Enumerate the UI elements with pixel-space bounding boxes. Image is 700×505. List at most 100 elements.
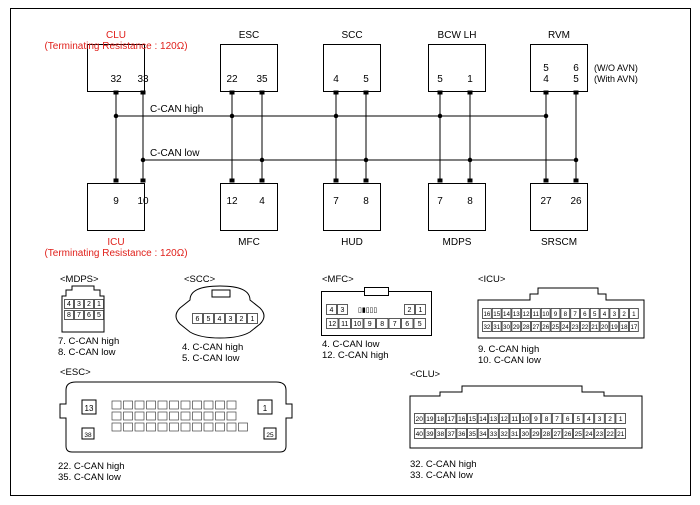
cell-label: 2 [622, 311, 626, 318]
cell-label: 9 [534, 416, 538, 423]
cell-label: 28 [523, 324, 530, 331]
pin-number: 5 [363, 74, 369, 85]
connector-cell: 16 [456, 413, 467, 424]
cell-label: 28 [543, 431, 551, 438]
cell-label: 33 [490, 431, 498, 438]
connector-cell: 7 [388, 318, 401, 329]
pin-cell [111, 400, 122, 410]
cell-box [477, 428, 489, 439]
connector-cell: 33 [488, 428, 499, 439]
cell-box [615, 428, 626, 439]
connector-cell: 5 [589, 308, 600, 319]
connector-cell: 16 [482, 308, 492, 319]
cell-box [401, 318, 414, 329]
cell-label: 14 [503, 311, 510, 318]
connector-cell: 35 [467, 428, 478, 439]
pin-number: 27 [540, 196, 552, 207]
module-box [428, 44, 486, 92]
cell-label: 11 [341, 321, 348, 328]
connector-cell: 17 [629, 321, 639, 332]
cell-label: 17 [630, 324, 637, 331]
cell-box [520, 428, 531, 439]
module-box [220, 183, 278, 231]
cell-box [541, 428, 552, 439]
pin-number: 26 [570, 196, 582, 207]
cell-label: 16 [458, 416, 466, 423]
pin-cell [203, 422, 214, 432]
cell-box [363, 318, 376, 329]
cell-label: 18 [437, 416, 445, 423]
cell-box [562, 428, 573, 439]
cell-label: 8 [380, 321, 384, 328]
pin-note: 9. C-CAN high [478, 344, 539, 355]
connector-cell: 30 [501, 321, 512, 332]
cell-box [599, 308, 610, 319]
cell-label: 4 [603, 311, 607, 318]
cell-label: 1 [419, 307, 423, 314]
connector-key-mark: ▯▮▯▯▯ [358, 307, 377, 314]
pin-number: 7 [333, 196, 339, 207]
cell-label: 26 [564, 431, 572, 438]
cell-label: 2 [408, 307, 412, 314]
cell-box [551, 428, 563, 439]
connector-cell: 11 [509, 413, 520, 424]
connector-cell: 10 [520, 413, 531, 424]
pin-number-alt: 5 [573, 74, 579, 85]
pin-cell [157, 400, 168, 410]
cell-box [604, 428, 616, 439]
pin-note: 35. C-CAN low [58, 472, 121, 483]
connector-cell: 30 [520, 428, 531, 439]
cell-box [326, 318, 339, 329]
cell-box [435, 413, 446, 424]
cell-label: 3 [341, 307, 345, 314]
module-label: SCC [341, 30, 362, 41]
cell-box [520, 413, 531, 424]
cell-label: 1 [632, 311, 636, 318]
pin-cell [157, 411, 168, 421]
cell-label: 23 [596, 431, 604, 438]
corner-pin-box [81, 427, 95, 440]
cell-label: 4 [587, 416, 591, 423]
cell-box [629, 308, 639, 319]
pin-cell [192, 411, 202, 421]
module-box [530, 44, 588, 92]
connector-cell: 12 [326, 318, 339, 329]
cell-label: 35 [469, 431, 477, 438]
cell-box [629, 321, 639, 332]
cell-box [580, 321, 590, 332]
cell-box [477, 413, 489, 424]
cell-label: 40 [416, 431, 424, 438]
pin-number: 33 [137, 74, 149, 85]
pin-terminal [363, 90, 369, 95]
module-note: (Terminating Resistance : 120Ω) [44, 248, 187, 259]
cell-label: 39 [426, 431, 434, 438]
cell-box [74, 310, 84, 320]
cell-label: 3 [598, 416, 602, 423]
cell-box [501, 308, 512, 319]
cell-box [498, 428, 510, 439]
cell-box [376, 318, 389, 329]
cell-box [488, 413, 499, 424]
junction-dot [363, 157, 369, 163]
cell-label: 6 [566, 416, 570, 423]
cell-box [64, 310, 74, 320]
cell-box [509, 413, 520, 424]
pin-number: 22 [226, 74, 238, 85]
cell-label: 9 [368, 321, 372, 328]
connector-cell: 5 [413, 318, 426, 329]
connector-housing [175, 285, 265, 339]
connector-cell: 4 [583, 413, 595, 424]
cell-box [435, 428, 446, 439]
cell-label: 15 [493, 311, 500, 318]
cell-box [456, 428, 467, 439]
pin-terminal [229, 178, 235, 183]
cell-label: 12 [500, 416, 508, 423]
connector-title: <ICU> [478, 274, 506, 285]
pin-cell [123, 422, 133, 432]
module-label: RVM [548, 30, 570, 41]
